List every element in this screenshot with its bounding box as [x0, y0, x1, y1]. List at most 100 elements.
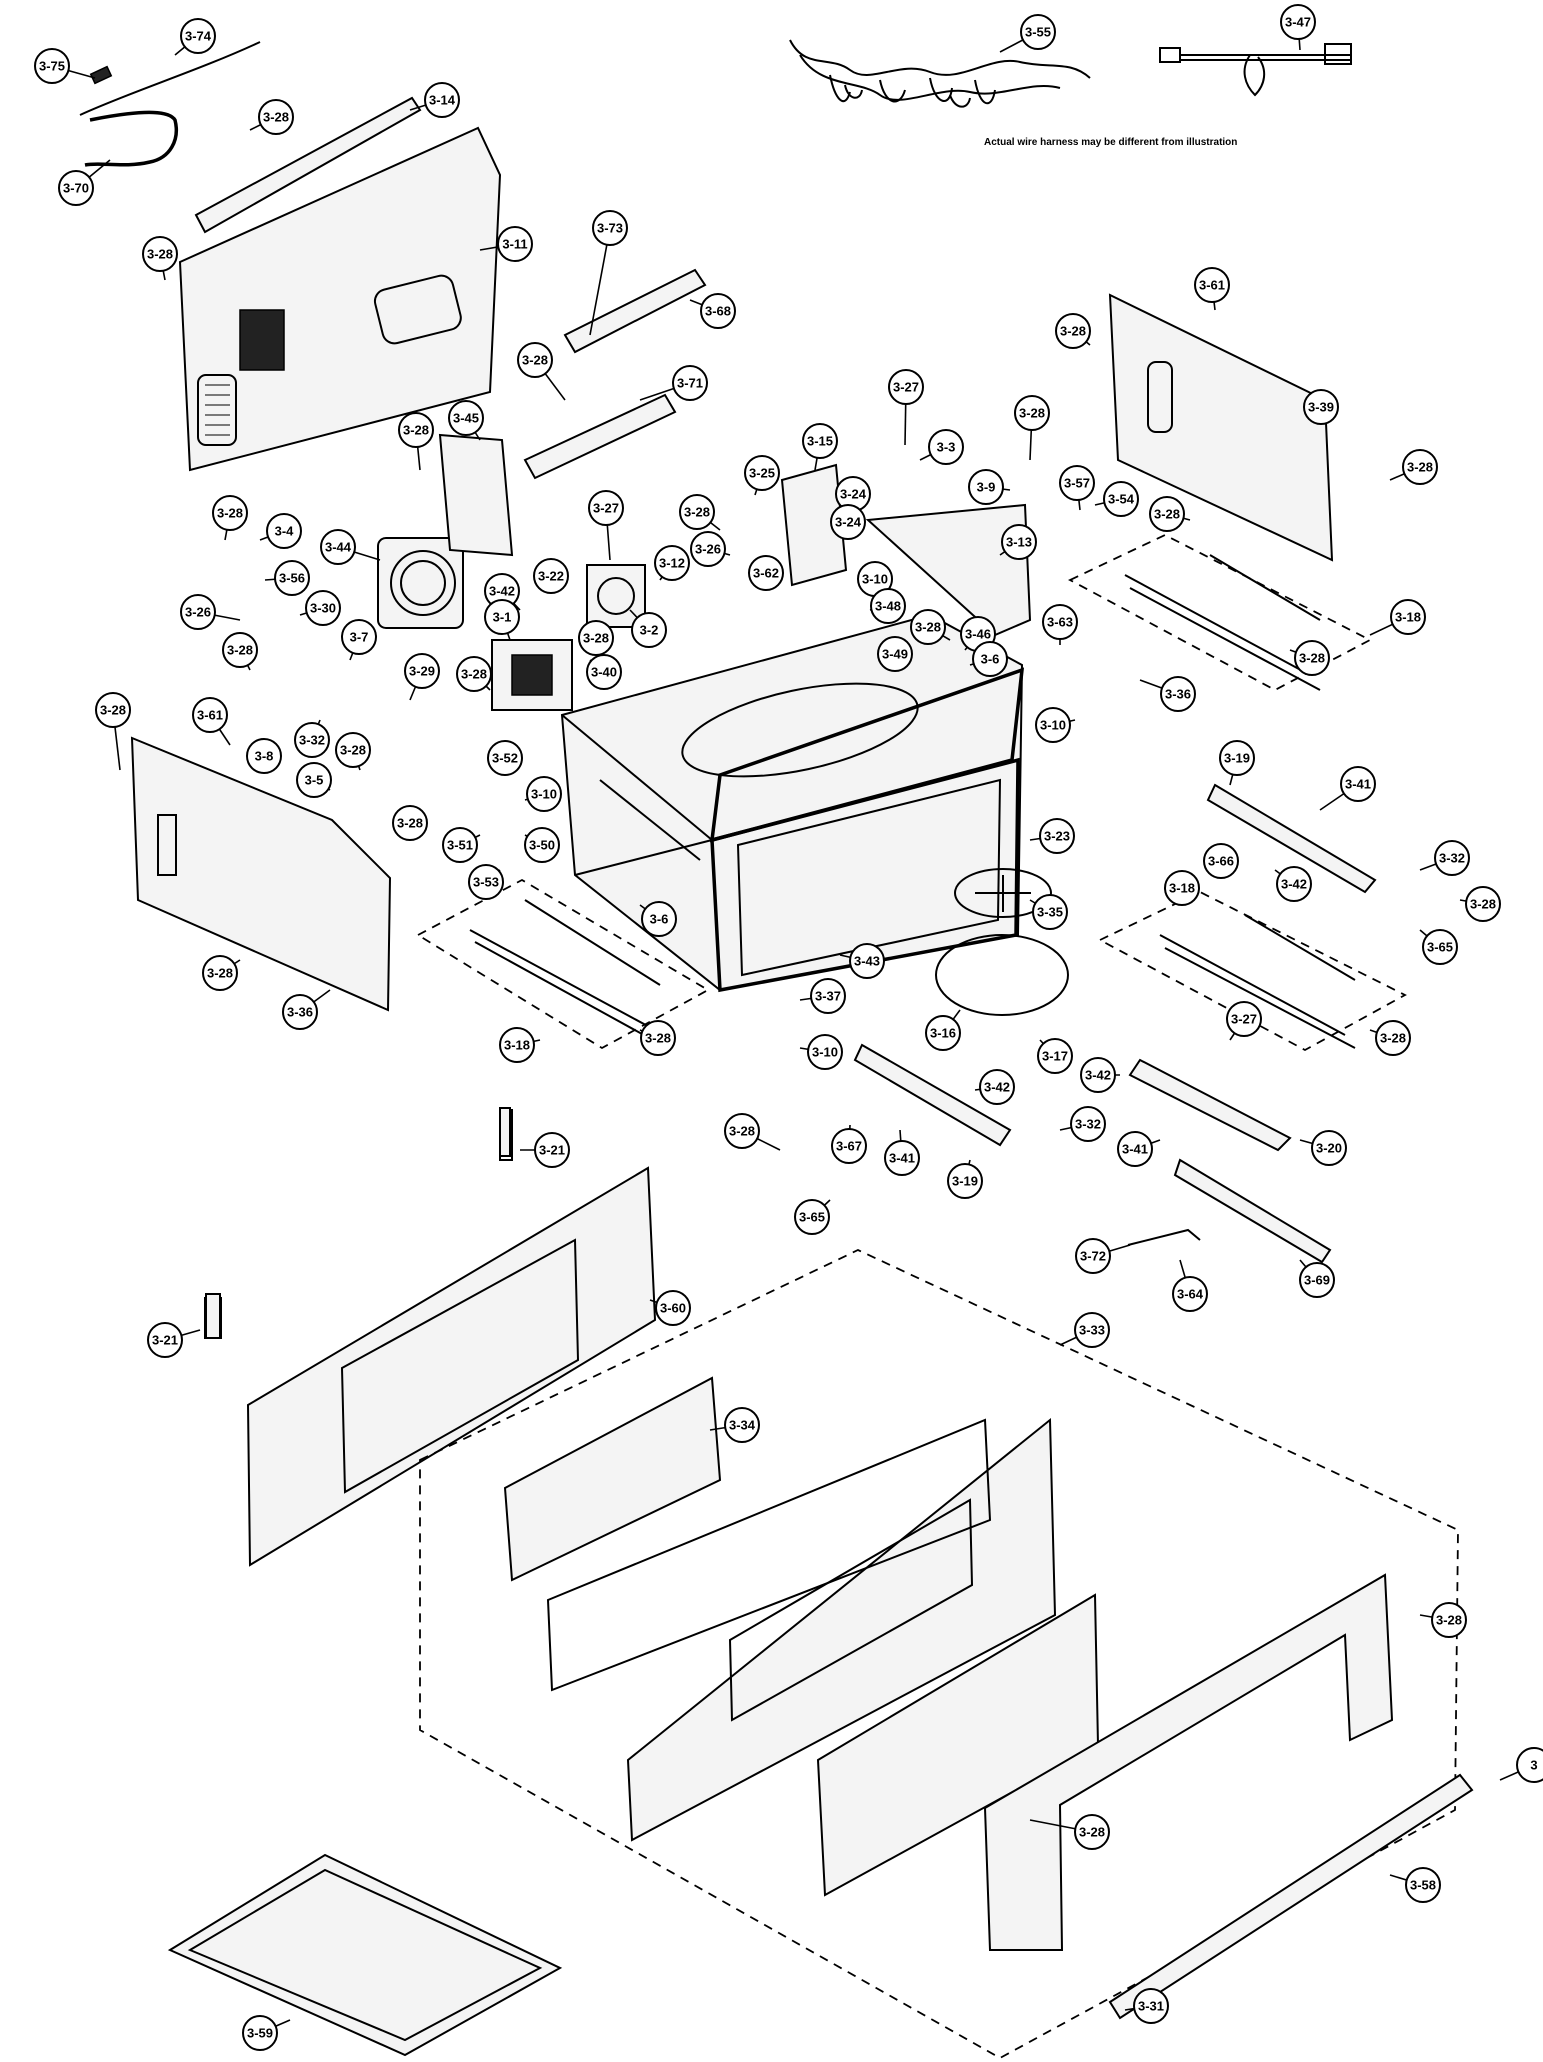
part-callout: 3-63 [1042, 604, 1078, 640]
tray-3-59 [167, 1853, 563, 2057]
callout-circle [1280, 4, 1316, 40]
callout-circle [34, 48, 70, 84]
callout-circle [968, 469, 1004, 505]
callout-circle [305, 590, 341, 626]
callout-label: 3-17 [1042, 1049, 1068, 1064]
callout-label: 3-7 [350, 630, 369, 645]
part-callout: 3-47 [1280, 4, 1316, 40]
callout-label: 3-37 [815, 989, 841, 1004]
callout-circle [274, 560, 310, 596]
part-callout: 3-16 [925, 1015, 961, 1051]
part-callout: 3-37 [810, 978, 846, 1014]
callout-label: 3-1 [493, 610, 512, 625]
turntable-3-16 [935, 934, 1069, 1016]
drawer-group-3-33 [419, 1249, 1459, 2060]
callout-circle [640, 1020, 676, 1056]
part-callout: 3-35 [1032, 894, 1068, 930]
callout-label: 3-48 [875, 599, 901, 614]
callout-circle [1402, 449, 1438, 485]
part-callout: 3-58 [1405, 1867, 1441, 1903]
callout-circle [1080, 1057, 1116, 1093]
part-callout: 3-29 [404, 653, 440, 689]
callout-label: 3-28 [263, 110, 289, 125]
callout-label: 3-65 [799, 1210, 825, 1225]
callout-circle [979, 1069, 1015, 1105]
callout-circle [335, 732, 371, 768]
part-callout: 3-28 [1431, 1602, 1467, 1638]
part-callout: 3-21 [534, 1132, 570, 1168]
part-callout: 3-28 [222, 632, 258, 668]
part-callout: 3-42 [979, 1069, 1015, 1105]
callout-circle [849, 943, 885, 979]
part-callout: 3-28 [1074, 1814, 1110, 1850]
callout-circle [246, 738, 282, 774]
wire-harness-drawing [789, 39, 1091, 108]
callout-label: 3-44 [325, 540, 352, 555]
callout-circle [884, 1140, 920, 1176]
part-callout: 3-28 [578, 620, 614, 656]
part-callout: 3-20 [1311, 1130, 1347, 1166]
part-callout: 3-27 [888, 369, 924, 405]
callout-label: 3-39 [1308, 400, 1334, 415]
part-callout: 3-26 [180, 594, 216, 630]
callout-circle [1422, 929, 1458, 965]
fan-motor-3-44 [377, 537, 464, 629]
callout-circle [296, 762, 332, 798]
callout-label: 3-2 [640, 623, 659, 638]
control-board-3-15 [780, 463, 848, 587]
callout-circle [487, 740, 523, 776]
callout-circle [202, 955, 238, 991]
callout-circle [1465, 886, 1501, 922]
callout-circle [484, 599, 520, 635]
callout-label: 3-51 [447, 838, 473, 853]
callout-circle [1172, 1276, 1208, 1312]
part-callout: 3-41 [1340, 766, 1376, 802]
callout-circle [1219, 740, 1255, 776]
callout-circle [1035, 707, 1071, 743]
callout-label: 3-42 [984, 1080, 1010, 1095]
drawer-front [626, 1417, 1057, 1842]
callout-circle [1434, 840, 1470, 876]
rail-group-right-top [1068, 533, 1372, 692]
callout-label: 3-28 [522, 353, 548, 368]
callout-label: 3-56 [279, 571, 305, 586]
part-callout: 3-7 [341, 619, 377, 655]
callout-circle [1149, 496, 1185, 532]
part-callout: 3-17 [1037, 1038, 1073, 1074]
part-callout: 3-22 [533, 558, 569, 594]
part-callout: 3-45 [448, 400, 484, 436]
clip-3-75 [89, 65, 113, 85]
callout-label: 3-28 [227, 643, 253, 658]
callout-circle [320, 529, 356, 565]
callout-circle [748, 555, 784, 591]
callout-label: 3-28 [684, 505, 710, 520]
part-callout: 3-1 [484, 599, 520, 635]
callout-label: 3-68 [705, 304, 731, 319]
part-callout: 3-14 [424, 82, 460, 118]
callout-label: 3-28 [1380, 1031, 1406, 1046]
part-callout: 3-26 [690, 531, 726, 567]
callout-circle [972, 641, 1008, 677]
part-callout: 3-28 [679, 494, 715, 530]
callout-circle [831, 1128, 867, 1164]
callout-circle [517, 342, 553, 378]
callout-circle [1001, 524, 1037, 560]
part-callout: 3-54 [1103, 481, 1139, 517]
callout-label: 3-5 [305, 773, 324, 788]
part-callout: 3-28 [212, 495, 248, 531]
callout-label: 3-21 [539, 1143, 565, 1158]
callout-label: 3-57 [1064, 476, 1090, 491]
callout-circle [534, 1132, 570, 1168]
callout-label: 3-15 [807, 434, 833, 449]
callout-label: 3-28 [583, 631, 609, 646]
part-callout: 3-3 [928, 429, 964, 465]
callout-label: 3-73 [597, 221, 623, 236]
part-callout: 3-9 [968, 469, 1004, 505]
callout-label: 3-10 [531, 787, 557, 802]
callout-circle [679, 494, 715, 530]
part-callout: 3-53 [468, 864, 504, 900]
callout-circle [1070, 1106, 1106, 1142]
callout-circle [1203, 843, 1239, 879]
callout-label: 3-31 [1138, 1999, 1164, 2014]
